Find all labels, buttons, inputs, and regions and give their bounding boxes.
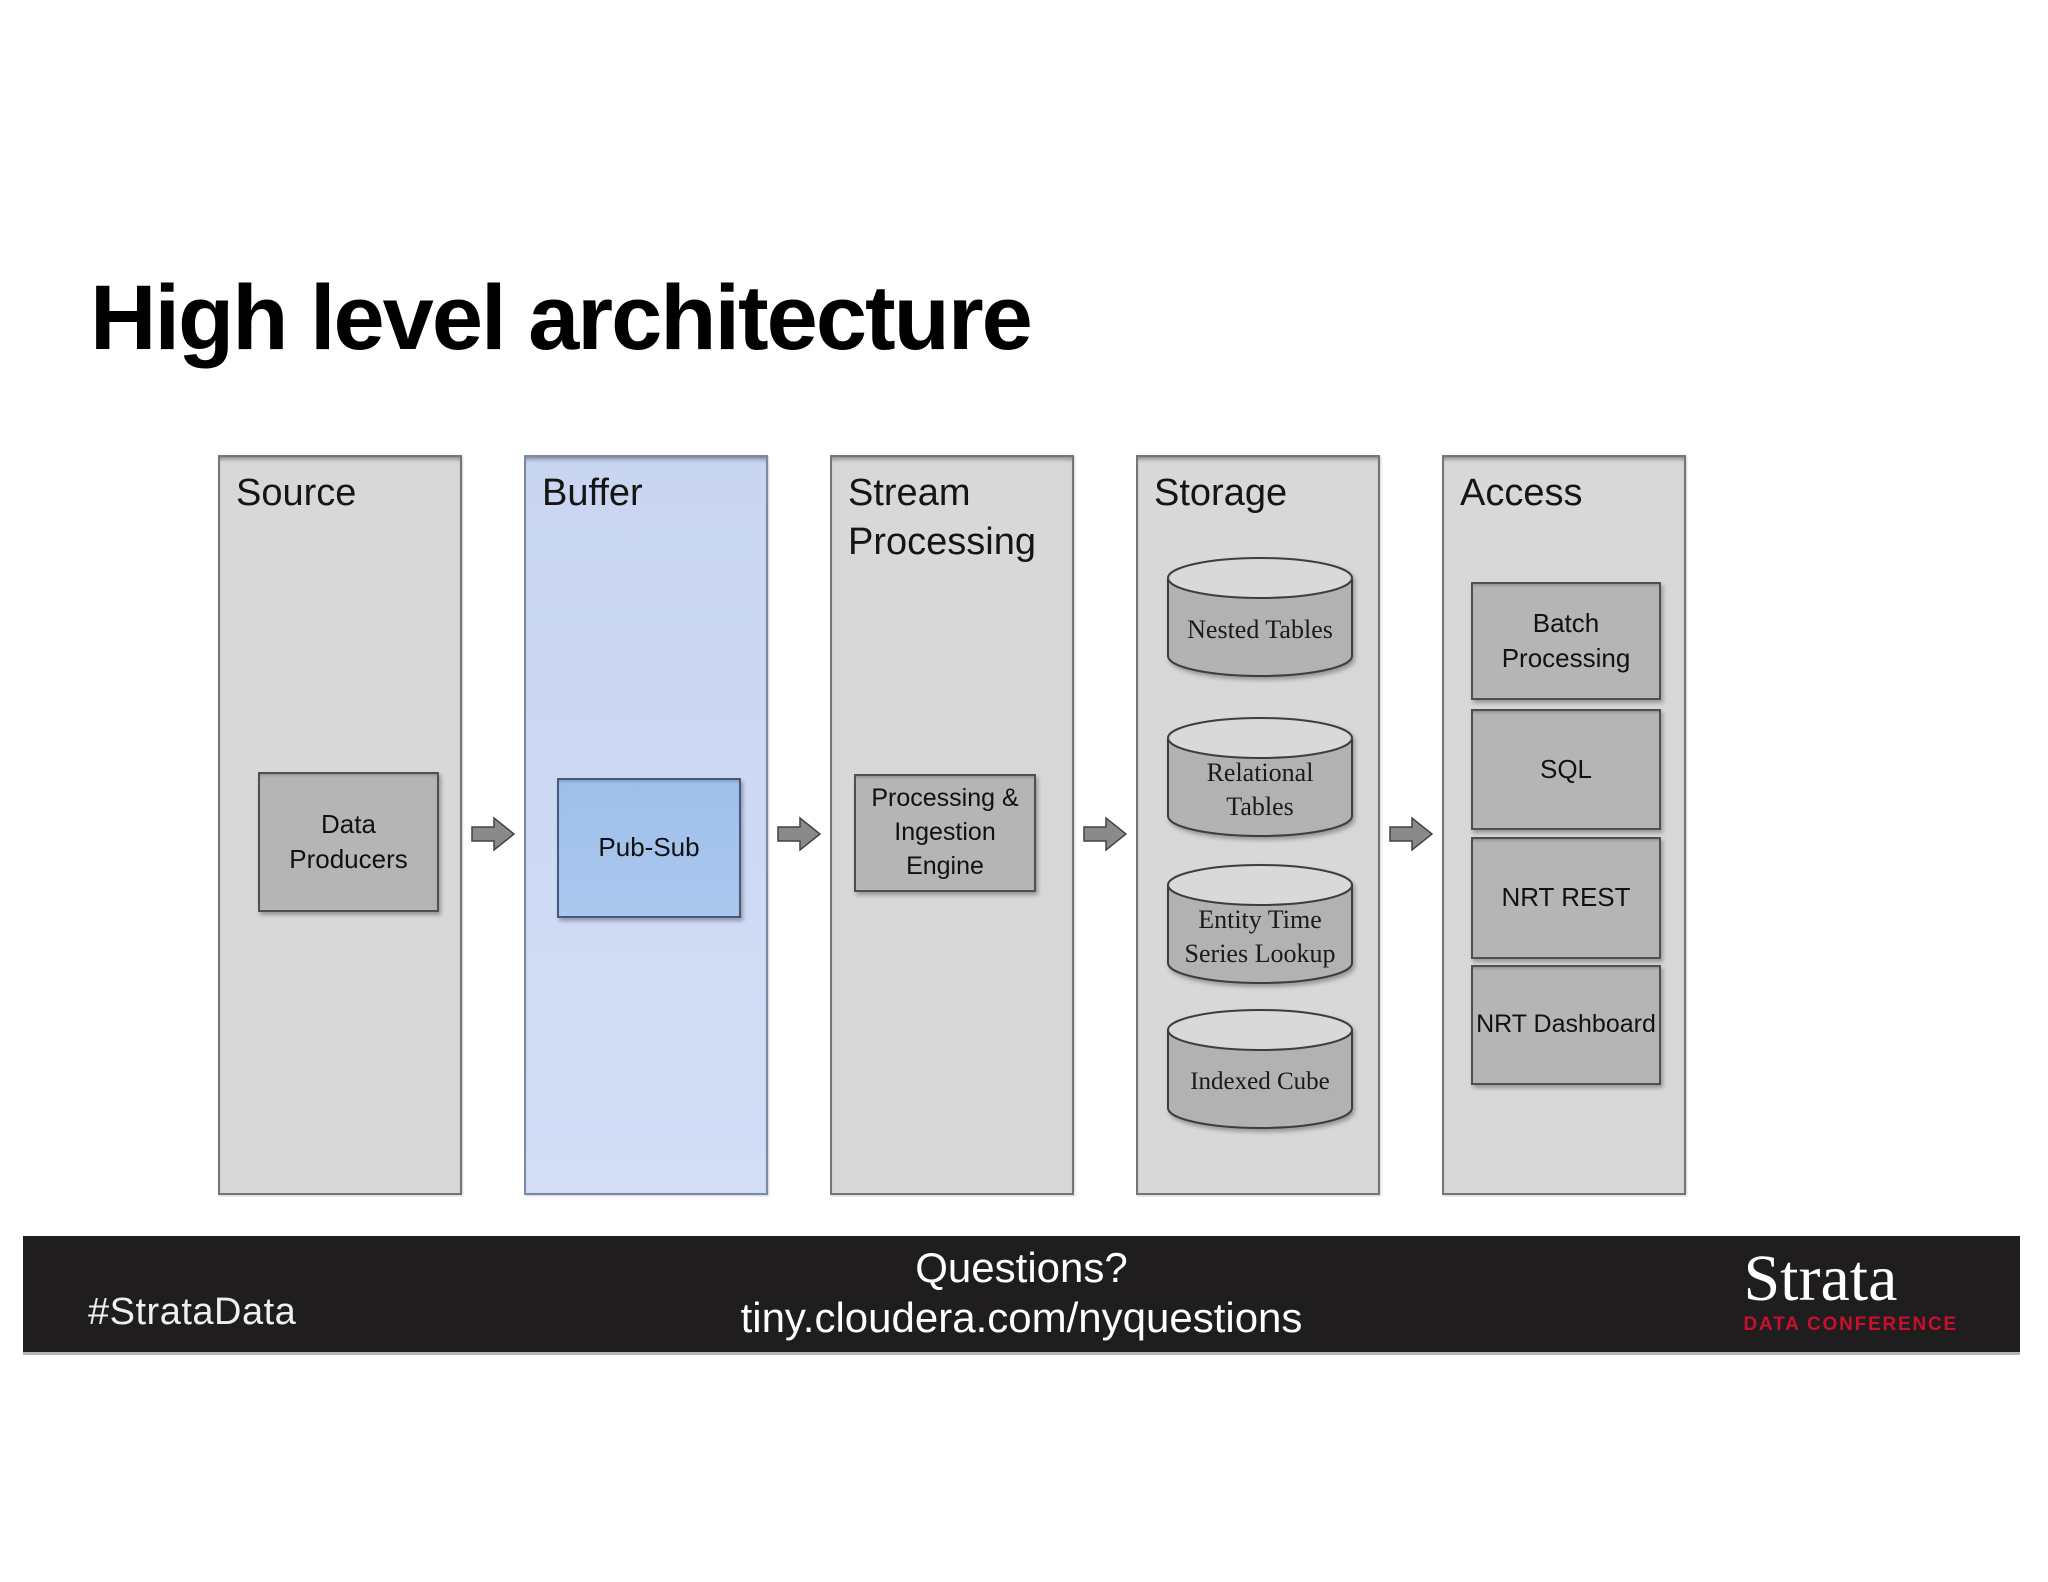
column-stream-processing-label: Stream Processing: [848, 472, 1036, 564]
cylinder-indexed-cube: Indexed Cube: [1165, 1009, 1355, 1131]
strata-logo: Strata DATA CONFERENCE: [1743, 1242, 1958, 1335]
cylinder-entity-time-series-lookup: Entity Time Series Lookup: [1165, 864, 1355, 986]
box-processing-ingestion-engine: Processing & Ingestion Engine: [854, 774, 1036, 892]
footer-questions-url: tiny.cloudera.com/nyquestions: [740, 1294, 1303, 1341]
footer-bar: #StrataData Questions? tiny.cloudera.com…: [23, 1236, 2020, 1355]
page-title: High level architecture: [90, 267, 1033, 369]
box-nrt-rest: NRT REST: [1471, 837, 1661, 959]
column-access-label: Access: [1460, 472, 1583, 514]
footer-questions: Questions? tiny.cloudera.com/nyquestions: [23, 1247, 2020, 1339]
cylinder-nested-tables: Nested Tables: [1165, 557, 1355, 679]
column-source-label: Source: [236, 472, 357, 514]
cylinder-icon: [1167, 864, 1353, 984]
column-access: Access Batch Processing SQL NRT REST NRT…: [1442, 455, 1686, 1195]
flow-arrow-icon: [1389, 816, 1433, 852]
box-nrt-dashboard: NRT Dashboard: [1471, 965, 1661, 1085]
strata-logo-wordmark: Strata: [1743, 1242, 1898, 1315]
cylinder-icon: [1167, 557, 1353, 677]
box-batch-processing: Batch Processing: [1471, 582, 1661, 700]
flow-arrow-icon: [777, 816, 821, 852]
footer-hashtag: #StrataData: [88, 1291, 297, 1333]
column-stream-processing: Stream Processing Processing & Ingestion…: [830, 455, 1074, 1195]
footer-questions-line1: Questions?: [915, 1244, 1128, 1291]
box-data-producers: Data Producers: [258, 772, 439, 912]
cylinder-entity-time-series-lookup-label: Entity Time Series Lookup: [1184, 905, 1336, 968]
flow-arrow-icon: [1083, 816, 1127, 852]
column-storage-label: Storage: [1154, 472, 1288, 514]
cylinder-relational-tables-label: Relational Tables: [1206, 758, 1314, 821]
box-pub-sub: Pub-Sub: [557, 778, 741, 918]
cylinder-relational-tables: Relational Tables: [1165, 717, 1355, 839]
column-buffer-label: Buffer: [542, 472, 643, 514]
column-source: Source Data Producers: [218, 455, 462, 1195]
strata-logo-subtitle: DATA CONFERENCE: [1743, 1314, 1958, 1335]
cylinder-icon: [1167, 717, 1353, 837]
column-buffer: Buffer Pub-Sub: [524, 455, 768, 1195]
cylinder-nested-tables-label: Nested Tables: [1187, 615, 1333, 645]
column-storage: Storage Nested Tables Relational Tables: [1136, 455, 1380, 1195]
box-sql: SQL: [1471, 709, 1661, 830]
flow-arrow-icon: [471, 816, 515, 852]
cylinder-indexed-cube-label: Indexed Cube: [1190, 1067, 1330, 1095]
cylinder-icon: [1167, 1009, 1353, 1129]
